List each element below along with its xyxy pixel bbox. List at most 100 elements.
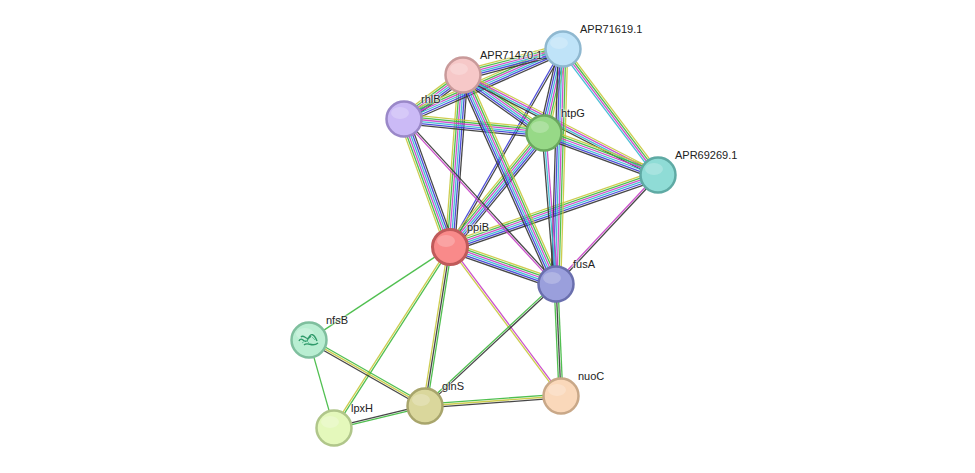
node-fill <box>292 323 327 358</box>
interaction-edge <box>420 116 527 136</box>
evidence-line <box>409 135 444 231</box>
protein-node: rhlB <box>385 100 423 138</box>
node-highlight <box>437 235 455 247</box>
node-highlight <box>645 163 663 175</box>
evidence-line <box>543 65 554 116</box>
evidence-line <box>468 248 542 274</box>
evidence-line <box>323 256 436 330</box>
node-highlight <box>531 121 549 133</box>
protein-node: htpG <box>525 114 563 152</box>
interaction-edge <box>555 301 562 379</box>
evidence-line <box>560 140 642 170</box>
evidence-line <box>442 395 544 403</box>
interaction-edge <box>478 49 547 76</box>
interaction-edge <box>543 150 556 267</box>
protein-node: nfsB <box>290 321 328 359</box>
evidence-line <box>465 255 539 281</box>
interaction-edge <box>447 92 467 231</box>
evidence-line <box>411 135 446 231</box>
protein-label: glnS <box>442 380 464 392</box>
node-fill <box>544 379 579 414</box>
node-circle <box>290 321 328 359</box>
evidence-line <box>476 86 529 124</box>
interaction-edge <box>464 248 541 283</box>
structure-ribbon <box>299 335 318 345</box>
node-highlight <box>321 416 339 428</box>
evidence-line <box>428 264 448 389</box>
node-circle <box>525 114 563 152</box>
evidence-line <box>437 295 543 394</box>
protein-node: glnS <box>406 387 444 425</box>
node-circle <box>385 100 423 138</box>
protein-label: ppiB <box>467 221 489 233</box>
evidence-line <box>567 187 646 271</box>
evidence-line <box>545 150 554 267</box>
protein-label: nuoC <box>578 370 604 382</box>
node-fill <box>546 32 581 67</box>
interaction-edge <box>442 395 544 406</box>
node-fill <box>446 58 481 93</box>
node-circle <box>544 30 582 68</box>
node-highlight <box>450 63 468 75</box>
evidence-line <box>314 356 330 411</box>
node-circle <box>315 409 353 447</box>
evidence-line <box>543 150 552 267</box>
node-highlight <box>543 272 561 284</box>
node-circle <box>639 156 677 194</box>
evidence-line <box>438 296 544 395</box>
evidence-line <box>568 188 647 272</box>
interaction-edge <box>437 295 544 395</box>
structure-ribbon <box>302 337 315 344</box>
evidence-line <box>555 301 558 379</box>
interaction-edge <box>558 134 643 173</box>
protein-node: APR71619.1 <box>544 30 582 68</box>
node-highlight <box>391 107 409 119</box>
node-fill <box>433 230 468 265</box>
node-fill <box>527 116 562 151</box>
protein-node: ppiB <box>431 228 469 266</box>
protein-node: APR71470.1 <box>444 56 482 94</box>
protein-label: htpG <box>561 107 585 119</box>
protein-label: nfsB <box>326 314 348 326</box>
node-fill <box>317 411 352 446</box>
protein-label: rhlB <box>421 93 441 105</box>
node-fill <box>539 267 574 302</box>
evidence-line <box>561 136 643 166</box>
protein-label: fusA <box>573 258 595 270</box>
protein-label: APR71619.1 <box>580 23 642 35</box>
interaction-edge <box>415 131 545 272</box>
evidence-line <box>574 62 649 161</box>
evidence-line <box>407 136 442 232</box>
node-highlight <box>548 384 566 396</box>
protein-label: APR71470.1 <box>480 49 542 61</box>
evidence-line <box>559 142 641 172</box>
evidence-line <box>430 264 450 389</box>
interaction-edge <box>405 133 448 232</box>
evidence-line <box>454 92 464 230</box>
evidence-line <box>416 131 545 271</box>
evidence-line <box>420 125 526 136</box>
structure-image <box>299 335 318 345</box>
node-fill <box>387 102 422 137</box>
evidence-line <box>475 87 528 125</box>
protein-node: fusA <box>537 265 575 303</box>
interaction-edge <box>323 347 411 399</box>
evidence-line <box>442 397 544 405</box>
evidence-line <box>459 261 550 383</box>
evidence-line <box>421 124 527 135</box>
evidence-line <box>560 138 642 168</box>
node-highlight <box>550 37 568 49</box>
interaction-edge <box>567 187 647 272</box>
node-circle <box>542 377 580 415</box>
protein-node: lpxH <box>315 409 353 447</box>
interaction-edge <box>314 356 330 411</box>
node-circle <box>537 265 575 303</box>
protein-node: nuoC <box>542 377 580 415</box>
node-circle <box>406 387 444 425</box>
evidence-line <box>558 143 640 173</box>
evidence-line <box>456 92 466 230</box>
node-fill <box>408 389 443 424</box>
